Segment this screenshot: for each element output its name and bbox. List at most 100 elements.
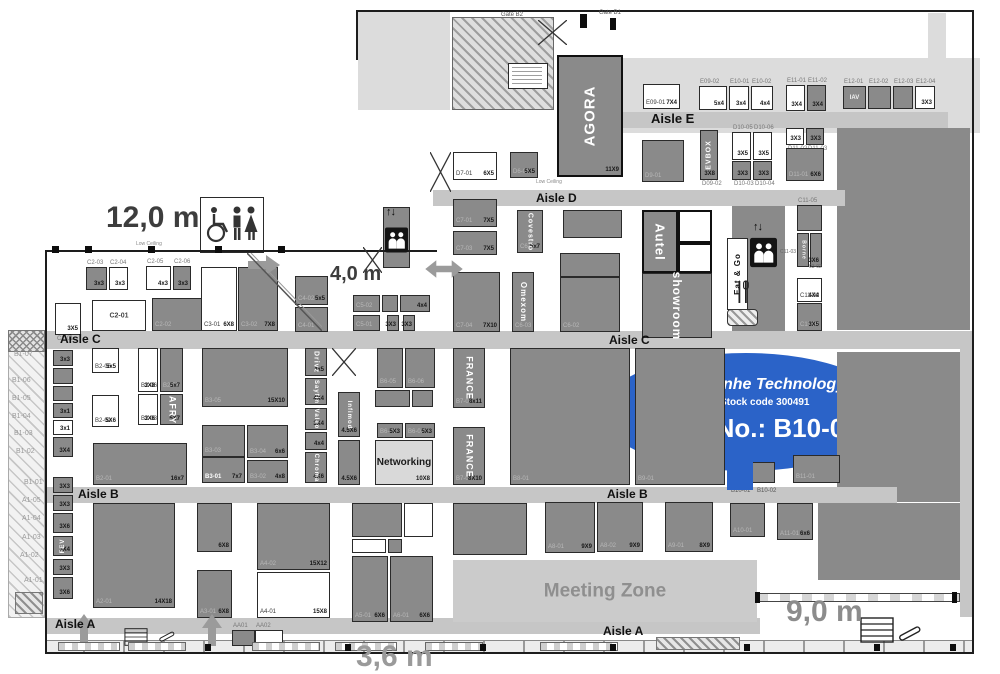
map-label: 3,6 m: [356, 640, 433, 673]
booth-label: FEV: [60, 538, 66, 554]
booth-label: 5X3: [389, 429, 400, 435]
map-label: A1-01: [24, 577, 43, 584]
booth-label: B2-05: [95, 364, 112, 370]
booth-label: FRANCE: [464, 434, 475, 478]
zone-block: [358, 12, 450, 110]
booth-label: 3X3: [385, 322, 396, 328]
booth-label: C5-02: [356, 303, 373, 309]
aisle-band: [45, 618, 760, 634]
wall: [45, 250, 437, 252]
booth-block: 3x1: [53, 420, 73, 435]
booth-label: 3X8: [144, 383, 155, 389]
booth-block: [352, 539, 386, 553]
booth-block: [752, 462, 775, 483]
booth-label: 15X10: [267, 398, 285, 404]
booth-label: 3X4: [791, 102, 802, 108]
booth-label: C11-01: [800, 322, 820, 328]
dock-bar: [335, 642, 397, 651]
door-marker: [610, 18, 616, 30]
booth-label: D10-05: [733, 125, 753, 131]
booth-e09-02: 5x4 E09-02: [699, 79, 727, 110]
booth-label: C2-05: [147, 259, 164, 265]
elevator-icon: [385, 226, 408, 254]
booth-label: E09-02: [700, 79, 720, 85]
booth-label: E12-02: [869, 79, 889, 85]
cutlery-icon: [736, 280, 750, 304]
booth-label: A3-01: [200, 609, 217, 615]
booth-label: 3x3: [59, 357, 70, 363]
aisle-label: Aisle A: [603, 624, 644, 638]
booth-label: 7x7: [231, 474, 242, 480]
wall: [45, 250, 47, 654]
booth-meeting-zone: Meeting Zone: [453, 560, 757, 622]
booth-label: 6x6: [799, 531, 810, 537]
booth-label: A11-01: [780, 531, 799, 537]
booth-label: Networking: [376, 456, 432, 468]
booth-label: C4-02: [298, 296, 315, 302]
booth-c2-02: C2-02: [152, 298, 210, 331]
queue-line: [246, 252, 327, 332]
booth-label: 15X8: [312, 609, 327, 615]
booth-label: A5-01: [355, 613, 372, 619]
booth-autel: Autel: [642, 210, 678, 273]
booth-label: C2-06: [174, 259, 191, 265]
booth-label: 3X6: [59, 524, 70, 530]
booth-label: 6X6: [810, 172, 821, 178]
booth-label: B3-01: [205, 474, 222, 480]
booth-label: D6-01: [513, 169, 530, 175]
booth-block: [453, 503, 527, 555]
door-marker: [744, 644, 750, 651]
booth-block: 3X3: [53, 477, 73, 493]
booth-label: 5x7: [169, 383, 180, 389]
booth-block: [53, 386, 73, 401]
booth-label: 5x5: [314, 296, 325, 302]
door-marker: [755, 592, 760, 603]
booth-label: B2-01: [96, 476, 113, 482]
booth-label: 5x4: [713, 101, 724, 107]
booth-label: B6-06: [408, 379, 425, 385]
booth-label: C7-04: [456, 323, 473, 329]
map-label: B1-03: [14, 430, 33, 437]
booth-label: C2-03: [87, 260, 104, 266]
booth-label: A8-02: [600, 543, 617, 549]
booth-label: 3X4: [59, 547, 70, 553]
booth-label: 3X3: [921, 100, 932, 106]
door-marker: [52, 246, 59, 253]
booth-label: 3X4: [812, 102, 823, 108]
map-label: 4,0 m: [330, 263, 382, 285]
booth-label: 4x8: [274, 474, 285, 480]
booth-label: B2-02: [95, 418, 112, 424]
booth-label: 6X8: [218, 609, 229, 615]
map-label: B1-07: [14, 351, 33, 358]
aisle-label: Aisle B: [607, 487, 648, 501]
booth-label: 6X6: [419, 613, 430, 619]
booth-label: E12-03: [894, 79, 914, 85]
booth-block: 3X4: [53, 437, 73, 457]
dock-bar: [425, 642, 483, 651]
elevator-icon: [750, 237, 777, 268]
booth-e12-03: E12-03: [893, 79, 913, 109]
hatched-area: [656, 637, 740, 650]
booth-label: 3X6: [59, 590, 70, 596]
zone-block: [928, 13, 946, 101]
booth-label: AA02: [256, 623, 271, 629]
booth-label: E12-01: [844, 79, 864, 85]
